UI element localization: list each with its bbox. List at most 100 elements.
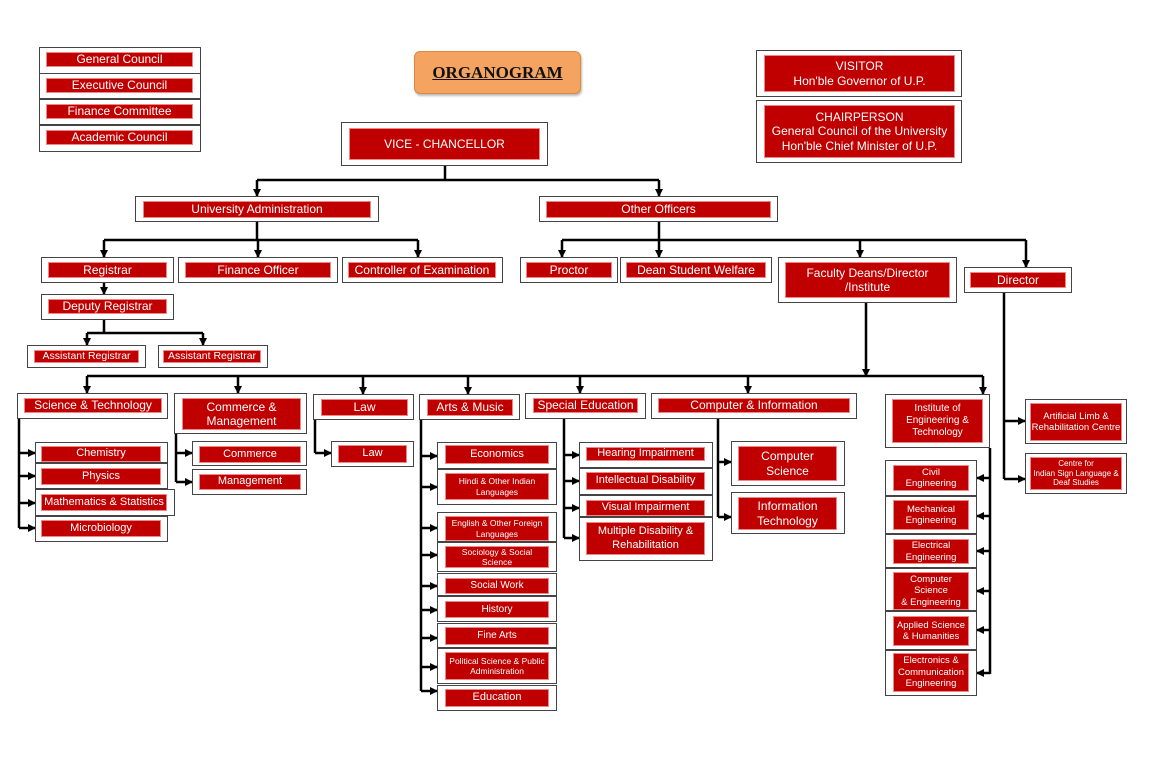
node-controller-of-examination: Controller of Examination: [342, 257, 503, 283]
node-label: VISITOR Hon'ble Governor of U.P.: [764, 55, 955, 92]
node-label: Commerce & Management: [182, 398, 301, 430]
node-label: Intellectual Disability: [586, 472, 705, 490]
node-label: English & Other Foreign Languages: [445, 516, 549, 541]
node-label: Finance Committee: [46, 104, 193, 119]
node-label: Assistant Registrar: [163, 350, 261, 363]
node-label: Sociology & Social Science: [445, 546, 549, 568]
node-english: English & Other Foreign Languages: [437, 512, 557, 542]
node-label: Executive Council: [46, 78, 193, 93]
node-label: Electronics & Communication Engineering: [893, 653, 969, 692]
node-science-technology: Science & Technology: [17, 393, 168, 419]
node-label: Institute of Engineering & Technology: [892, 399, 983, 443]
node-fine-arts: Fine Arts: [437, 623, 557, 648]
node-label: Electrical Engineering: [893, 539, 969, 564]
node-label: Hindi & Other Indian Languages: [445, 473, 549, 500]
node-label: Mathematics & Statistics: [41, 494, 167, 511]
node-label: Arts & Music: [427, 399, 513, 416]
organogram-title: ORGANOGRAM: [414, 51, 581, 94]
node-label: Director: [970, 272, 1066, 288]
node-label: Commerce: [199, 446, 301, 463]
node-label: Science & Technology: [24, 398, 162, 413]
node-label: Chemistry: [41, 446, 161, 462]
node-civil: Civil Engineering: [885, 460, 977, 496]
node-label: Management: [199, 474, 301, 490]
node-special-education: Special Education: [525, 393, 646, 419]
node-chairperson: CHAIRPERSON General Council of the Unive…: [756, 100, 962, 163]
node-computer-information: Computer & Information: [651, 393, 857, 419]
node-label: Faculty Deans/Director /Institute: [785, 262, 950, 298]
node-artificial-limb: Artificial Limb & Rehabilitation Centre: [1025, 399, 1127, 444]
node-label: Hearing Impairment: [586, 447, 705, 461]
node-visitor: VISITOR Hon'ble Governor of U.P.: [756, 50, 962, 97]
node-chemistry: Chemistry: [35, 442, 168, 463]
node-label: Education: [445, 689, 549, 707]
node-microbiology: Microbiology: [35, 516, 168, 542]
node-label: Applied Science & Humanities: [893, 616, 969, 646]
node-label: Centre for Indian Sign Language & Deaf S…: [1030, 457, 1122, 490]
node-label: Civil Engineering: [893, 465, 969, 491]
node-label: Proctor: [526, 262, 612, 278]
node-director: Director: [964, 267, 1072, 293]
node-label: Physics: [41, 468, 161, 485]
node-label: Computer Science & Engineering: [893, 572, 969, 610]
node-general-council: General Council: [39, 47, 201, 74]
node-label: Controller of Examination: [348, 262, 496, 278]
node-cse: Computer Science & Engineering: [885, 568, 977, 611]
node-dean-student-welfare: Dean Student Welfare: [620, 257, 772, 283]
node-label: Multiple Disability & Rehabilitation: [586, 522, 705, 555]
node-deputy-registrar: Deputy Registrar: [41, 294, 174, 320]
node-law-faculty: Law: [313, 394, 414, 420]
node-label: Economics: [445, 445, 549, 464]
node-information-technology: Information Technology: [731, 492, 845, 534]
node-label: History: [445, 601, 549, 618]
node-label: Other Officers: [546, 201, 771, 218]
node-executive-council: Executive Council: [39, 73, 201, 99]
node-assistant-registrar-1: Assistant Registrar: [27, 345, 146, 368]
node-commerce-management: Commerce & Management: [174, 393, 307, 434]
node-physics: Physics: [35, 463, 168, 489]
node-management: Management: [192, 469, 307, 495]
node-label: CHAIRPERSON General Council of the Unive…: [764, 105, 955, 158]
node-multiple-disability: Multiple Disability & Rehabilitation: [579, 517, 713, 561]
node-finance-committee: Finance Committee: [39, 99, 201, 125]
node-label: University Administration: [143, 201, 371, 218]
node-university-administration: University Administration: [135, 196, 379, 222]
node-computer-science: Computer Science: [731, 441, 845, 486]
node-intellectual-disability: Intellectual Disability: [579, 468, 713, 495]
node-applied-science: Applied Science & Humanities: [885, 611, 977, 650]
node-finance-officer: Finance Officer: [178, 257, 338, 283]
node-vice-chancellor: VICE - CHANCELLOR: [341, 122, 548, 166]
node-electrical: Electrical Engineering: [885, 534, 977, 568]
node-label: Academic Council: [46, 130, 193, 145]
node-academic-council: Academic Council: [39, 125, 201, 152]
node-label: Mechanical Engineering: [893, 500, 969, 530]
node-other-officers: Other Officers: [539, 196, 778, 222]
node-assistant-registrar-2: Assistant Registrar: [158, 345, 268, 368]
node-commerce: Commerce: [192, 441, 307, 466]
node-economics: Economics: [437, 442, 557, 469]
node-label: Assistant Registrar: [34, 350, 139, 363]
node-label: Law: [338, 445, 407, 463]
node-visual-impairment: Visual Impairment: [579, 495, 713, 517]
node-political-science: Political Science & Public Administratio…: [437, 648, 557, 684]
node-label: General Council: [46, 52, 193, 67]
node-mathematics-statistics: Mathematics & Statistics: [35, 489, 175, 516]
node-hindi: Hindi & Other Indian Languages: [437, 469, 557, 505]
node-label: Political Science & Public Administratio…: [445, 652, 549, 680]
node-sign-language: Centre for Indian Sign Language & Deaf S…: [1025, 453, 1127, 494]
node-label: Law: [321, 399, 408, 416]
node-label: Information Technology: [738, 497, 837, 530]
node-hearing-impairment: Hearing Impairment: [579, 442, 713, 468]
node-ece: Electronics & Communication Engineering: [885, 650, 977, 696]
node-label: Dean Student Welfare: [626, 262, 766, 278]
node-registrar: Registrar: [41, 257, 174, 283]
node-label: Microbiology: [41, 520, 161, 537]
node-label: Visual Impairment: [586, 500, 705, 516]
node-label: Computer & Information: [658, 398, 850, 413]
node-proctor: Proctor: [520, 257, 618, 283]
node-label: Social Work: [445, 578, 549, 594]
node-law-dept: Law: [331, 441, 414, 467]
node-sociology: Sociology & Social Science: [437, 542, 557, 572]
node-label: Computer Science: [738, 446, 837, 481]
